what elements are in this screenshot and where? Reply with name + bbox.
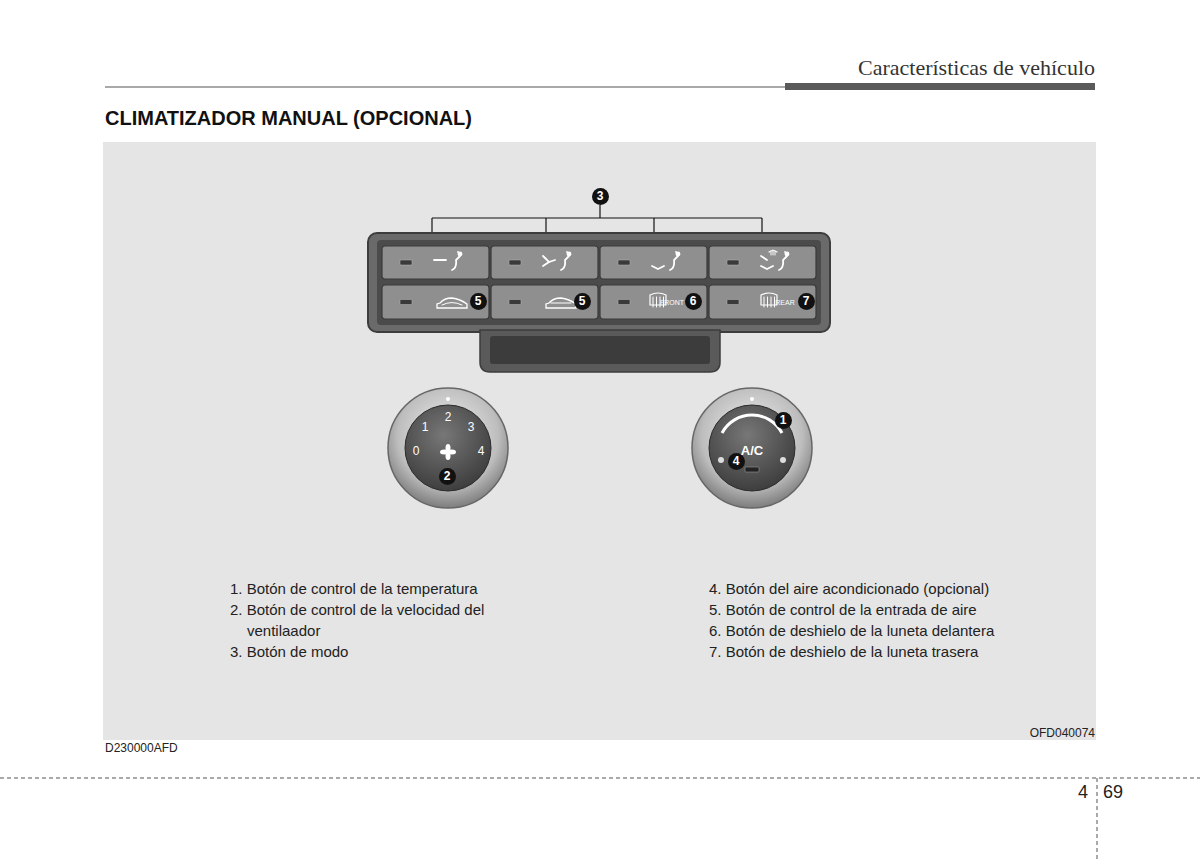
panel-button (491, 285, 598, 319)
panel-button (382, 246, 489, 279)
legend-item: 1. Botón de control de la temperatura (230, 578, 478, 599)
dial-number: 1 (422, 421, 429, 433)
dial-number: 3 (468, 421, 475, 433)
button-face (709, 285, 816, 319)
fan-speed-knob: 2 1 3 0 4 (390, 390, 506, 506)
temperature-knob: A/C (694, 390, 810, 506)
temp-arc (722, 415, 782, 433)
dial-number: 0 (413, 445, 420, 457)
callout-number: 3 (592, 188, 609, 205)
page-title: CLIMATIZADOR MANUAL (OPCIONAL) (105, 107, 472, 130)
callout-number: 5 (574, 293, 591, 310)
legend-item: 2. Botón de control de la velocidad del … (230, 599, 532, 641)
legend-item: 3. Botón de modo (230, 641, 348, 662)
running-header: Características de vehículo (858, 55, 1095, 81)
button-group (382, 246, 816, 319)
button-icon (761, 250, 789, 270)
callout-number: 6 (685, 293, 702, 310)
knob-dot (780, 457, 786, 463)
dial-number: 2 (445, 411, 452, 423)
page-rule (0, 778, 1200, 779)
button-icon (437, 298, 467, 308)
header-rule (105, 86, 785, 87)
fan-knob-cap (405, 405, 491, 491)
panel-button (600, 285, 707, 319)
button-icon (546, 298, 576, 308)
display-window (490, 336, 710, 364)
callout-number: 1 (775, 412, 792, 429)
knob-dot (718, 457, 724, 463)
knob-mark (446, 397, 450, 401)
button-face (491, 285, 598, 319)
led-indicator (727, 260, 739, 265)
knob-mark (750, 397, 754, 401)
section-code: D230000AFD (105, 741, 178, 755)
callout-number: 2 (439, 468, 456, 485)
dial-label: A/C (741, 444, 763, 457)
fan-knob-ring (388, 388, 508, 508)
button-face (600, 285, 707, 319)
led-indicator (400, 300, 412, 305)
panel-button (709, 246, 816, 279)
led-indicator (400, 260, 412, 265)
defrost-front-button: FRONT (600, 285, 707, 319)
legend-item: 5. Botón de control de la entrada de air… (709, 599, 977, 620)
page-rule (1097, 778, 1098, 861)
button-face (382, 285, 489, 319)
button-face (382, 246, 489, 279)
ac-indicator (745, 467, 759, 472)
chapter-number: 4 (1078, 782, 1088, 803)
button-label: FRONT (660, 299, 684, 306)
control-housing (368, 233, 830, 332)
display-tab (480, 330, 720, 372)
temp-knob-ring (692, 388, 812, 508)
defrost-rear-button: REAR (709, 285, 816, 319)
led-indicator (618, 260, 630, 265)
figure-panel (103, 142, 1096, 740)
button-face (600, 246, 707, 279)
legend-item: 7. Botón de deshielo de la luneta traser… (709, 641, 978, 662)
figure-code: OFD040074 (1030, 726, 1095, 740)
header-bar (785, 83, 1095, 90)
button-label: REAR (775, 299, 794, 306)
page-number: 69 (1103, 782, 1123, 803)
panel-button (382, 285, 489, 319)
fan-symbol (440, 444, 456, 460)
button-icon (761, 293, 777, 307)
button-icon (543, 252, 571, 270)
dial-number: 4 (478, 445, 485, 457)
callout-number: 5 (470, 293, 487, 310)
led-indicator (509, 300, 521, 305)
led-indicator (509, 260, 521, 265)
temp-knob-cap (709, 405, 795, 491)
button-icon (652, 252, 680, 270)
callout-number: 7 (798, 293, 815, 310)
button-icon (434, 252, 462, 270)
led-indicator (727, 300, 739, 305)
legend-item: 6. Botón de deshielo de la luneta delant… (709, 620, 994, 641)
housing-inner (377, 240, 821, 325)
panel-button (600, 246, 707, 279)
button-face (491, 246, 598, 279)
panel-button (709, 285, 816, 319)
legend-item: 4. Botón del aire acondicionado (opciona… (709, 578, 989, 599)
led-indicator (618, 300, 630, 305)
button-face (709, 246, 816, 279)
panel-button (491, 246, 598, 279)
